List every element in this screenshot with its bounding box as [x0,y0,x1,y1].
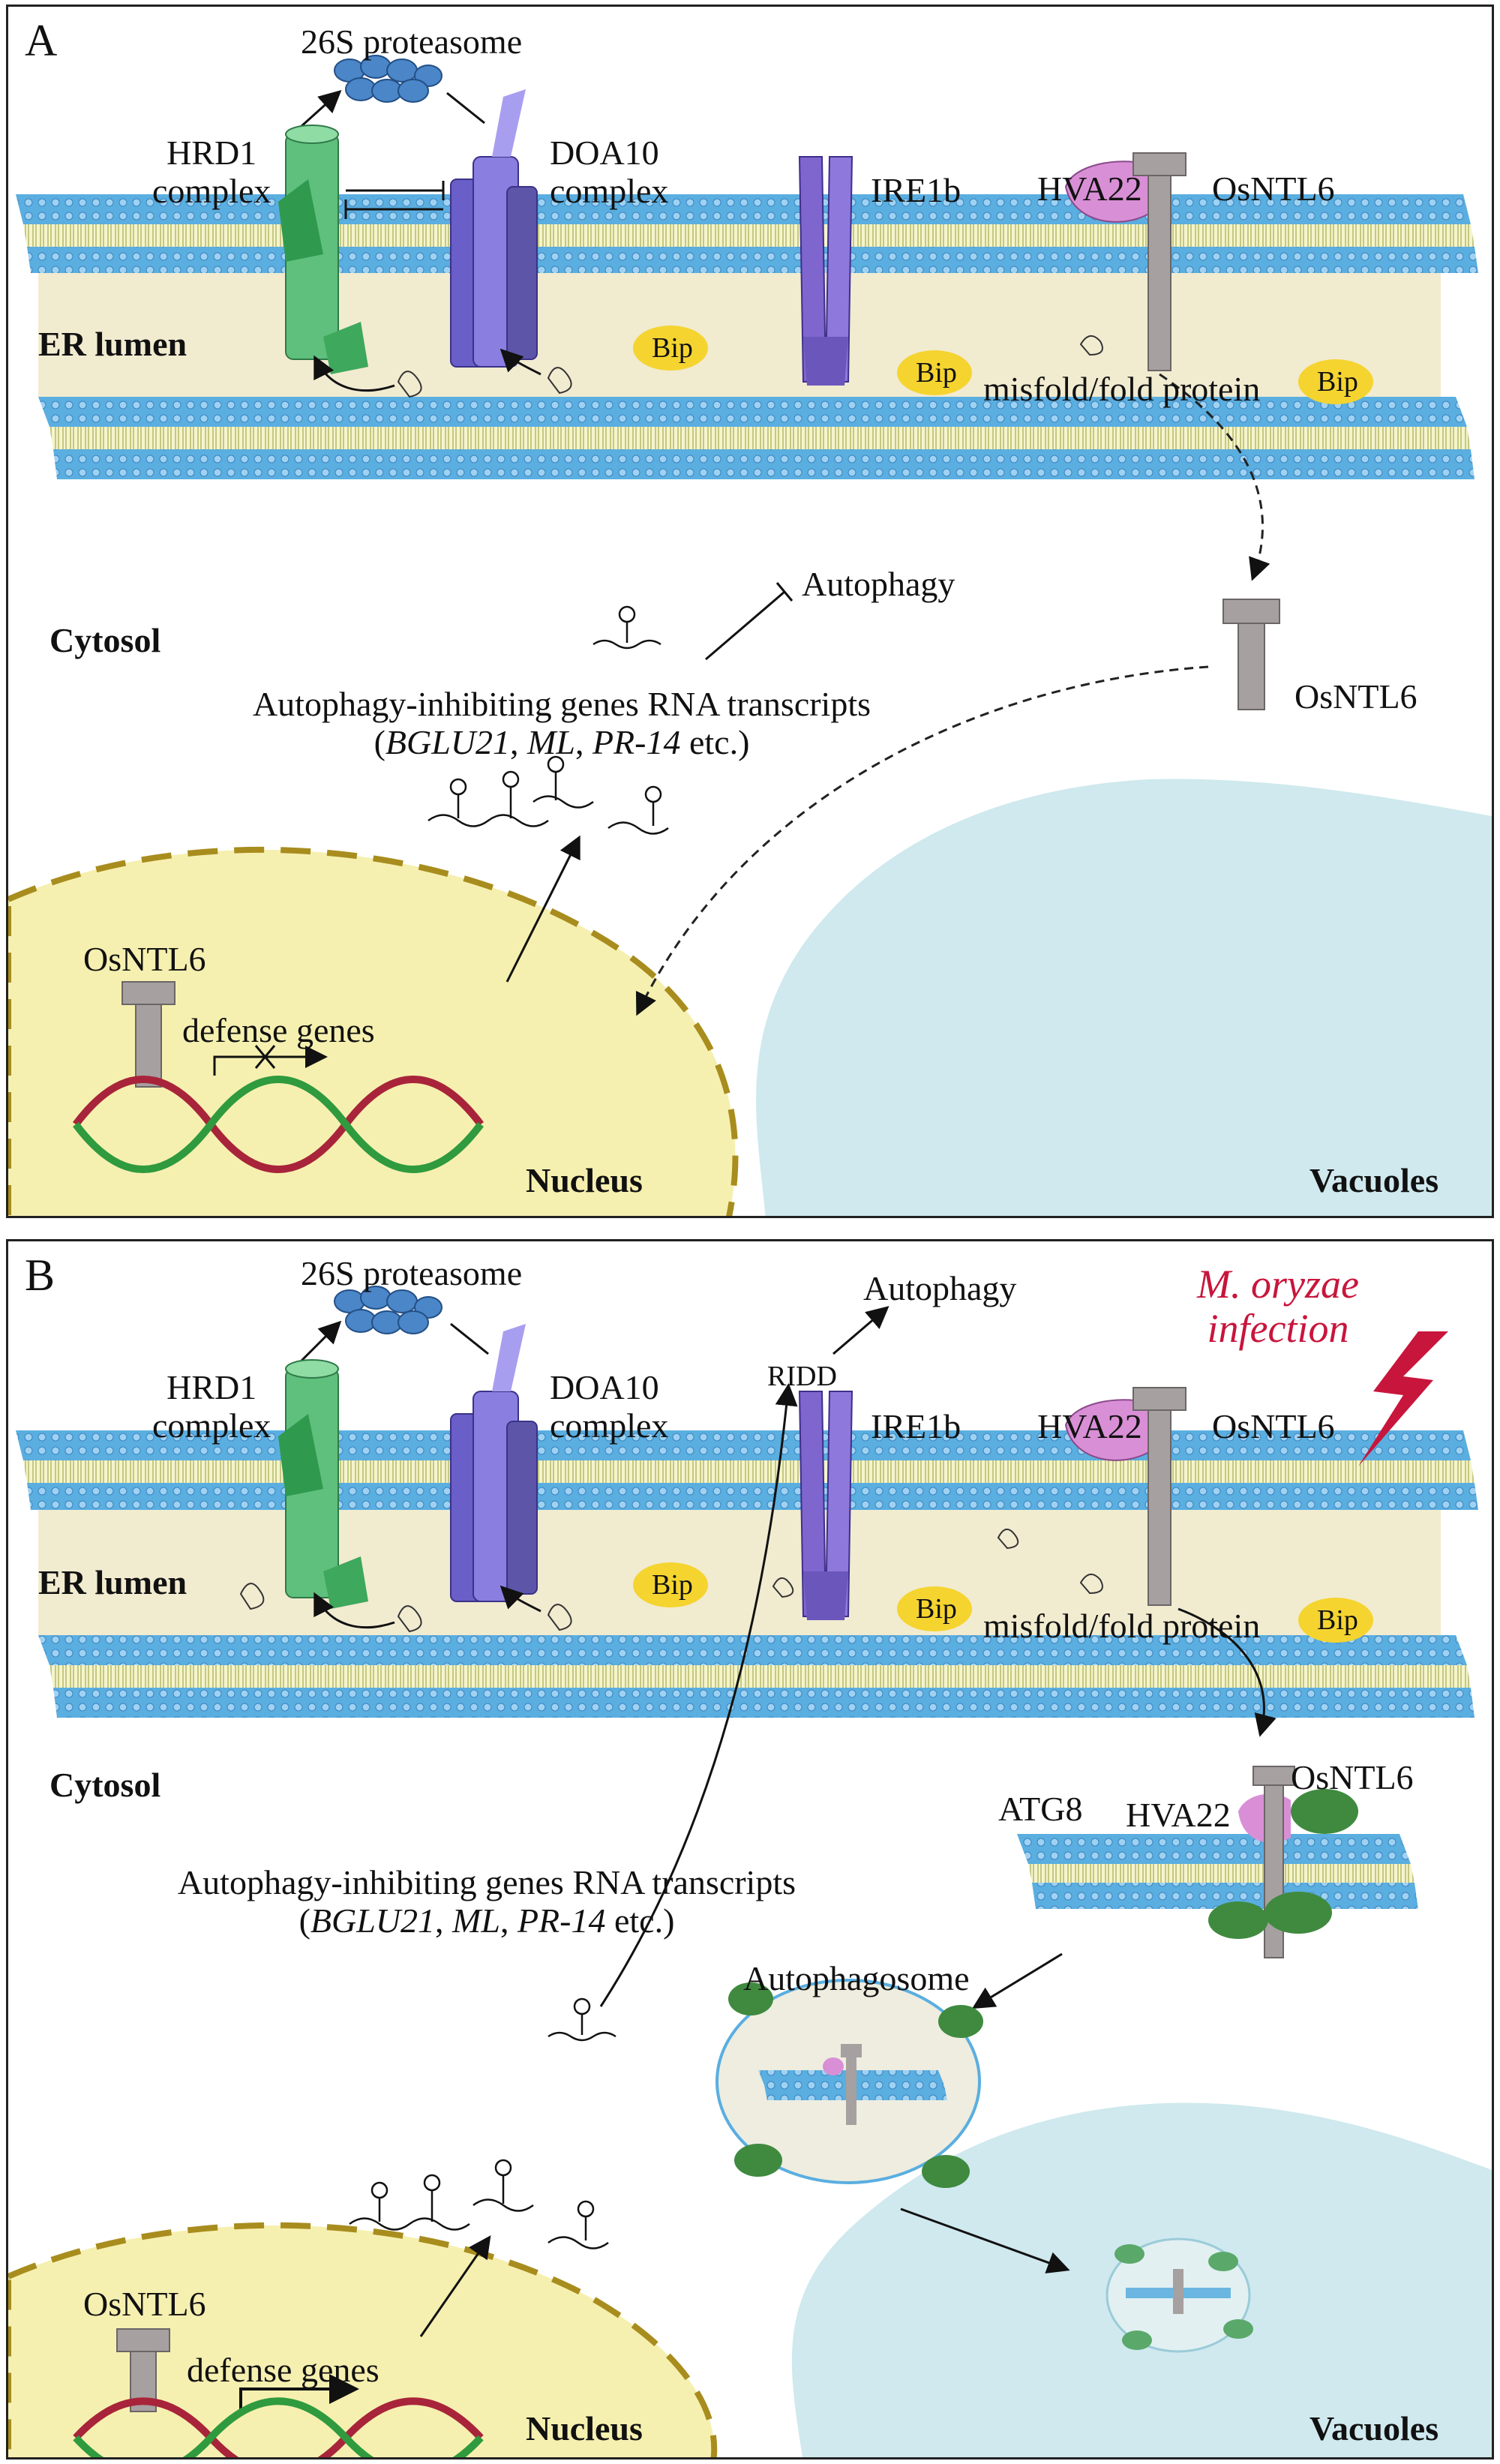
misfolded-protein-icon [997,1529,1019,1550]
er-membrane-bottom [38,1635,1474,1718]
misfold-label: misfold/fold protein [983,370,1261,408]
er-membrane-bottom [38,397,1474,479]
ire1b-icon [798,1391,854,1620]
bip-label: Bip [652,1569,693,1601]
atg8-icon [1291,1789,1358,1834]
ire1b-label: IRE1b [871,171,962,209]
doa10-complex-label: DOA10 complex [550,134,669,210]
dna-icon [73,2397,484,2457]
nucleus-label: Nucleus [526,2409,643,2447]
misfolded-protein-icon [1079,1574,1103,1595]
proteasome-label: 26S proteasome [301,23,523,61]
misfolded-protein-icon [1079,335,1103,356]
bip-label: Bip [652,332,693,364]
doa10-complex-label: DOA10 complex [550,1368,669,1445]
misfold-label: misfold/fold protein [983,1607,1261,1645]
transcripts-label: Autophagy-inhibiting genes RNA transcrip… [177,1863,796,1940]
bip-label: Bip [916,357,957,389]
ire1b-icon [798,156,854,386]
vacuoles-label: Vacuoles [1310,1161,1439,1199]
hrd1-complex-label: HRD1 complex [152,134,272,210]
hrd1-complex-icon [278,1359,368,1609]
bip-label: Bip [1317,366,1358,398]
bip-icon [897,1586,972,1631]
osntl6-cytosol-icon [1222,599,1280,710]
er-lumen-label: ER lumen [38,325,188,363]
hva22-label: HVA22 [1037,170,1142,208]
osntl6-cytosol-label: OsNTL6 [1294,677,1418,716]
hva22-label: HVA22 [1037,1407,1142,1445]
panel-a-graphics [8,55,1492,1216]
rna-transcript-icon [548,1997,616,2042]
infection-label: M. oryzae infection [1197,1262,1359,1352]
autophagy-label: Autophagy [802,565,956,603]
osntl6-membrane-icon [1132,152,1186,371]
er-membrane-top [16,194,1478,273]
vacuole-shape [756,779,1492,1216]
cytosol-label: Cytosol [50,1766,161,1804]
osntl6-nucleus-label: OsNTL6 [83,2285,206,2323]
osntl6-vesicle-label: OsNTL6 [1291,1758,1414,1796]
nucleus-label: Nucleus [526,1161,643,1199]
doa10-complex-icon [450,89,538,368]
proteasome-icon [334,1286,442,1334]
nucleus-shape [8,2222,718,2457]
er-lumen-region [38,1508,1441,1635]
bip-label: Bip [1317,1604,1358,1636]
bip-icon [633,1562,708,1607]
autophagosome-label: Autophagosome [743,1959,970,1997]
autophagosome-icon [716,1979,983,2188]
panel-a: A 26S proteasome HRD1 complex DOA10 comp… [6,5,1494,1218]
bip-icon [1298,1598,1373,1643]
vacuole-vesicle-icon [1106,2237,1253,2353]
rna-transcripts-cluster-icon [428,755,669,835]
dna-icon [73,1076,484,1173]
doa10-complex-icon [450,1324,538,1602]
panel-b-graphics [8,1286,1492,2457]
osntl6-nucleus-label: OsNTL6 [83,940,206,978]
defense-genes-label: defense genes [182,1011,375,1049]
bip-icon [633,326,708,371]
misfolded-protein-icon [397,371,422,398]
rna-transcript-icon [592,605,662,650]
panel-letter-a: A [25,16,58,65]
lightning-icon [1358,1331,1448,1466]
defense-genes-label: defense genes [187,2351,380,2389]
bip-label: Bip [916,1593,957,1625]
osntl6-membrane-label: OsNTL6 [1212,170,1335,208]
atg8-icon [1208,1901,1268,1939]
misfolded-protein-icon [772,1577,794,1598]
er-fragment-icon [1017,1834,1418,1909]
transcripts-label: Autophagy-inhibiting genes RNA transcrip… [252,685,872,761]
cytosol-label: Cytosol [50,621,161,659]
atg8-icon [1264,1892,1332,1934]
misfolded-protein-icon [239,1583,265,1610]
er-lumen-region [38,269,1441,397]
osntl6-membrane-label: OsNTL6 [1212,1407,1335,1445]
panel-letter-b: B [25,1250,56,1300]
hrd1-complex-label: HRD1 complex [152,1368,272,1445]
misfolded-protein-icon [547,367,572,395]
er-lumen-label: ER lumen [38,1563,188,1601]
rna-transcripts-cluster-icon [349,2159,609,2249]
atg8-label: ATG8 [998,1790,1083,1828]
misfolded-protein-icon [397,1605,422,1633]
autophagy-label: Autophagy [863,1269,1017,1307]
nucleus-shape [8,846,739,1216]
bip-icon [897,350,972,395]
panel-b: B 26S proteasome Autophagy M. oryzae inf… [6,1239,1494,2459]
ire1b-label: IRE1b [871,1407,962,1445]
hrd1-complex-icon [278,125,368,374]
vacuoles-label: Vacuoles [1310,2409,1439,2447]
ridd-label: RIDD [767,1361,837,1392]
hva22-vesicle-label: HVA22 [1126,1796,1231,1834]
misfolded-protein-icon [547,1604,572,1631]
bip-icon [1298,359,1373,404]
osntl6-nucleus-icon [122,981,176,1088]
proteasome-icon [334,55,442,103]
osntl6-membrane-icon [1132,1387,1186,1606]
proteasome-label: 26S proteasome [301,1254,523,1292]
